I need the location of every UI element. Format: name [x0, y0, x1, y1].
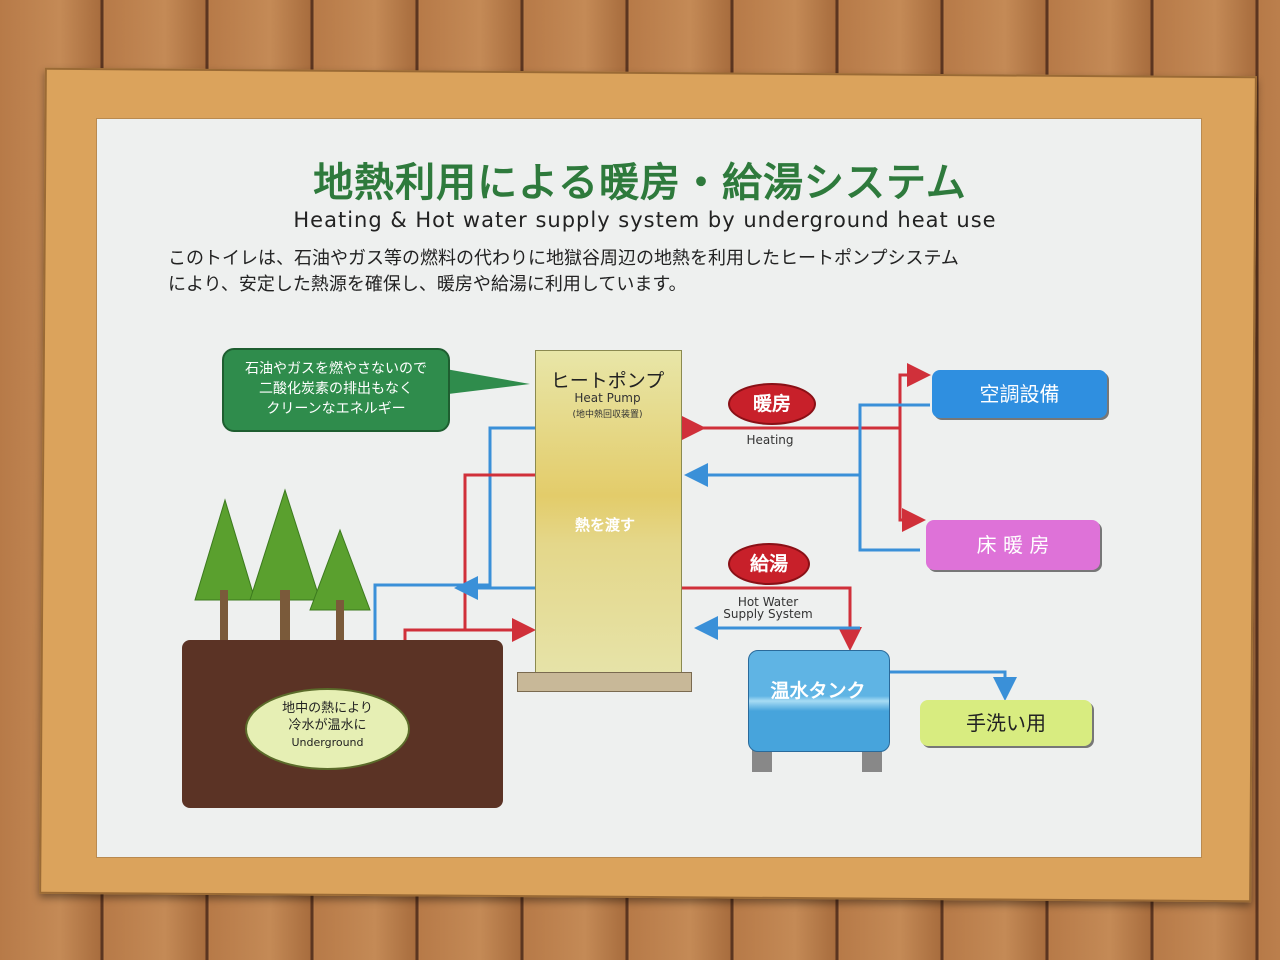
bubble-line: クリーンなエネルギー: [266, 401, 406, 417]
heat-transfer-label: 熱を渡す: [574, 516, 635, 534]
underground-line: 地中の熱により: [282, 701, 373, 716]
bubble-line: 石油やガスを燃やさないので: [245, 361, 427, 377]
tank-leg: [752, 750, 772, 772]
underground-english: Underground: [291, 736, 364, 749]
underground-label: 地中の熱により 冷水が温水に Underground: [245, 688, 410, 770]
heat-pump-title: ヒートポンプ: [550, 370, 665, 392]
trees-illustration: [194, 488, 371, 640]
sign-title: 地熱利用による暖房・給湯システム: [313, 160, 967, 206]
sign-subtitle: Heating & Hot water supply system by und…: [293, 208, 997, 232]
underground-line: 冷水が温水に: [288, 718, 367, 733]
hot-water-badge: 給湯: [728, 543, 810, 585]
heating-badge: 暖房: [728, 383, 816, 425]
floor-heating-box: 床 暖 房: [926, 520, 1100, 570]
hot-water-english-line: Supply System: [723, 607, 813, 621]
heat-pump-english: Heat Pump: [574, 391, 641, 405]
bubble-tail: [440, 368, 530, 395]
heat-pump-base: [517, 672, 692, 692]
tank-label: 温水タンク: [770, 680, 866, 702]
bubble-line: 二酸化炭素の排出もなく: [259, 381, 413, 397]
heating-english: Heating: [746, 433, 794, 447]
tank-leg: [862, 750, 882, 772]
hand-wash-box: 手洗い用: [920, 700, 1092, 746]
hot-water-english: Hot Water Supply System: [718, 596, 818, 620]
intro-text: このトイレは、石油やガス等の燃料の代わりに地獄谷周辺の地熱を利用したヒートポンプ…: [168, 246, 959, 298]
air-conditioning-box: 空調設備: [932, 370, 1107, 418]
intro-line: により、安定した熱源を確保し、暖房や給湯に利用しています。: [168, 274, 687, 295]
clean-energy-bubble: 石油やガスを燃やさないので 二酸化炭素の排出もなく クリーンなエネルギー: [222, 348, 450, 432]
intro-line: このトイレは、石油やガス等の燃料の代わりに地獄谷周辺の地熱を利用したヒートポンプ…: [168, 248, 959, 269]
heat-pump-note: (地中熱回収装置): [572, 410, 643, 420]
hot-water-english-line: Hot Water: [737, 595, 799, 609]
hot-water-tank: [748, 650, 890, 752]
